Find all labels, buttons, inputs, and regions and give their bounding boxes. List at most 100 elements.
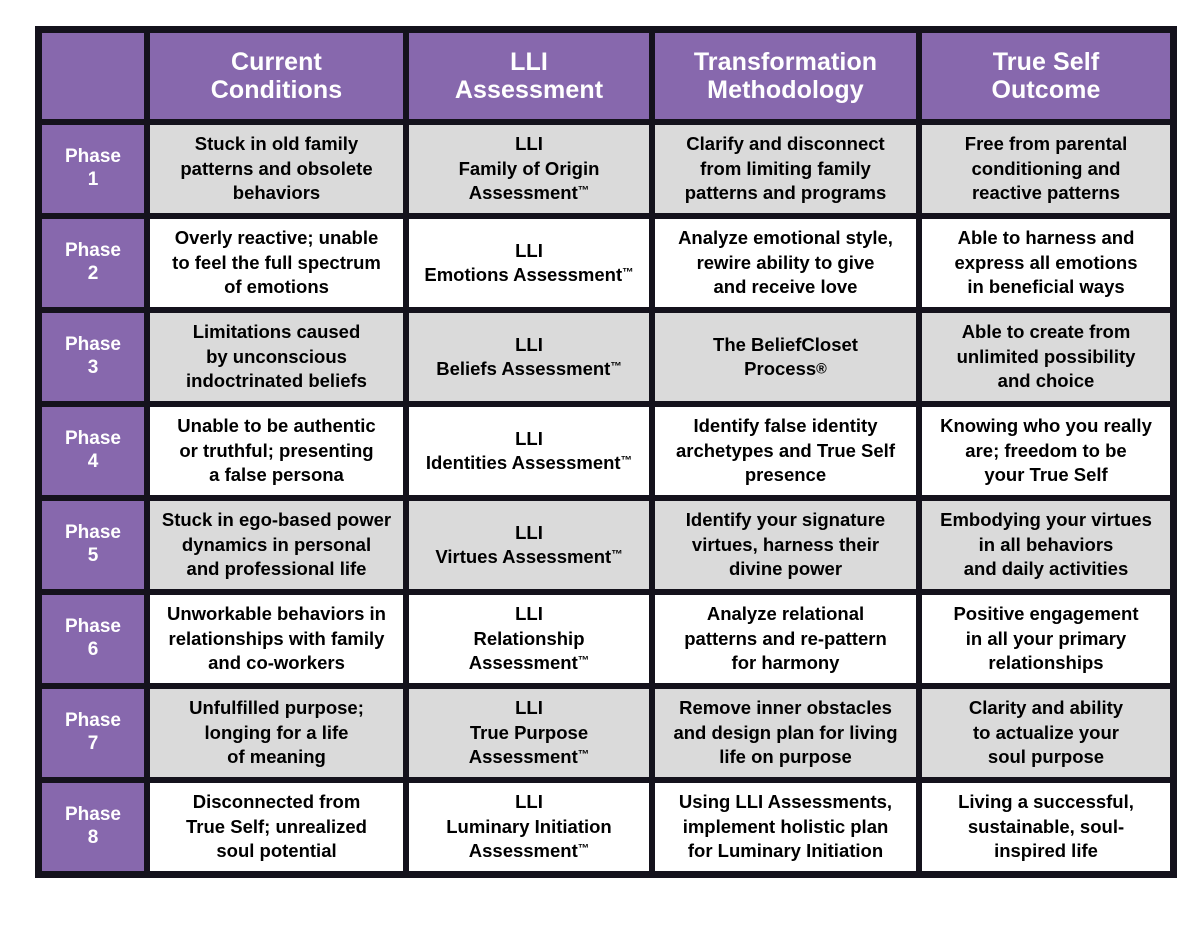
phase-word: Phase <box>65 710 121 732</box>
cell-text-line: Luminary Initiation <box>446 815 612 837</box>
cell-text-line: are; freedom to be <box>965 439 1127 461</box>
cell-text-line: Positive engagement <box>953 603 1139 625</box>
cell-text-line: and professional life <box>186 558 367 580</box>
cell-text-line: relationships <box>988 652 1104 674</box>
phase-word: Phase <box>65 804 121 826</box>
header-cell-lli-assessment: LLI Assessment <box>406 30 652 122</box>
cell-text-line: of meaning <box>227 746 326 768</box>
cell-text-line: LLI <box>515 697 543 719</box>
cell-text-line: Assessment™ <box>468 182 590 204</box>
cell-text-line: indoctrinated beliefs <box>186 370 367 392</box>
cell-text-line: in all your primary <box>965 627 1127 649</box>
cell-text-line: Identities Assessment™ <box>425 452 633 473</box>
cell-text-line: True Purpose <box>469 721 589 743</box>
trademark-icon: ™ <box>577 749 590 762</box>
header-line-1: Current <box>231 48 322 76</box>
phase-number: 2 <box>87 263 99 284</box>
cell-text-line: The BeliefCloset <box>713 333 858 355</box>
header-cell-transformation-methodology: Transformation Methodology <box>652 30 919 122</box>
trademark-icon: ™ <box>622 267 634 280</box>
cell-text-line: a false persona <box>209 464 344 486</box>
cell-text-line: dynamics in personal <box>181 533 372 555</box>
cell-text-line: behaviors <box>232 182 321 204</box>
cell-text-line: express all emotions <box>954 251 1138 273</box>
cell-text-line: soul potential <box>216 840 337 862</box>
phase-word: Phase <box>65 522 121 544</box>
cell-text-line: for Luminary Initiation <box>687 840 884 862</box>
cell-text-line: Free from parental <box>964 133 1128 155</box>
header-line-1: Transformation <box>693 48 878 76</box>
header-cell-true-self-outcome: True Self Outcome <box>919 30 1173 122</box>
cell-text-line: Assessment™ <box>468 746 590 768</box>
cell-transformation-methodology: Using LLI Assessments,implement holistic… <box>652 780 919 874</box>
cell-text-line: by unconscious <box>206 345 347 367</box>
cell-text-line: LLI <box>515 603 543 625</box>
cell-text-line: True Self; unrealized <box>186 815 367 837</box>
cell-text-line: LLI <box>515 791 543 813</box>
cell-text-line: and choice <box>997 370 1095 392</box>
cell-text-line: divine power <box>728 558 843 580</box>
cell-lli-assessment: LLI Virtues Assessment™ <box>406 498 652 592</box>
cell-text-line: Identify your signature <box>685 509 886 531</box>
table-header: Current Conditions LLI Assessment Transf… <box>39 30 1173 122</box>
cell-text-line: patterns and programs <box>684 182 887 204</box>
cell-text-line: presence <box>744 464 827 486</box>
cell-text-line: LLI <box>515 521 543 543</box>
cell-text-line: patterns and obsolete <box>180 157 373 179</box>
cell-text-line: unlimited possibility <box>956 345 1136 367</box>
trademark-icon: ™ <box>577 843 590 856</box>
cell-text-line: virtues, harness their <box>691 533 880 555</box>
cell-text-line: or truthful; presenting <box>179 439 374 461</box>
header-line-2: Outcome <box>991 76 1101 104</box>
cell-text-line: relationships with family <box>168 627 385 649</box>
cell-text-line: longing for a life <box>204 721 349 743</box>
trademark-icon: ™ <box>611 549 623 562</box>
phase-number: 5 <box>87 545 99 566</box>
header-cell-corner <box>39 30 147 122</box>
cell-text-line: reactive patterns <box>971 182 1121 204</box>
cell-text-line: Unable to be authentic <box>177 415 376 437</box>
header-line-1: LLI <box>510 48 548 76</box>
cell-text-line: Overly reactive; unable <box>174 227 379 249</box>
cell-text-line: and co-workers <box>208 652 345 674</box>
cell-text-line: soul purpose <box>987 746 1105 768</box>
cell-text-line: Limitations caused <box>192 321 361 343</box>
cell-text-line: Disconnected from <box>192 791 361 813</box>
cell-text-line: Virtues Assessment™ <box>435 546 623 567</box>
cell-text-line: Relationship <box>473 627 585 649</box>
cell-text-line: and daily activities <box>963 558 1129 580</box>
cell-text-line: Stuck in ego-based power <box>161 509 392 531</box>
trademark-icon: ™ <box>577 655 590 668</box>
cell-text-line: Stuck in old family <box>194 133 359 155</box>
phase-word: Phase <box>65 146 121 168</box>
phase-number: 7 <box>87 733 99 754</box>
header-line-2: Assessment <box>454 76 604 104</box>
cell-text-line: Clarity and ability <box>968 697 1124 719</box>
